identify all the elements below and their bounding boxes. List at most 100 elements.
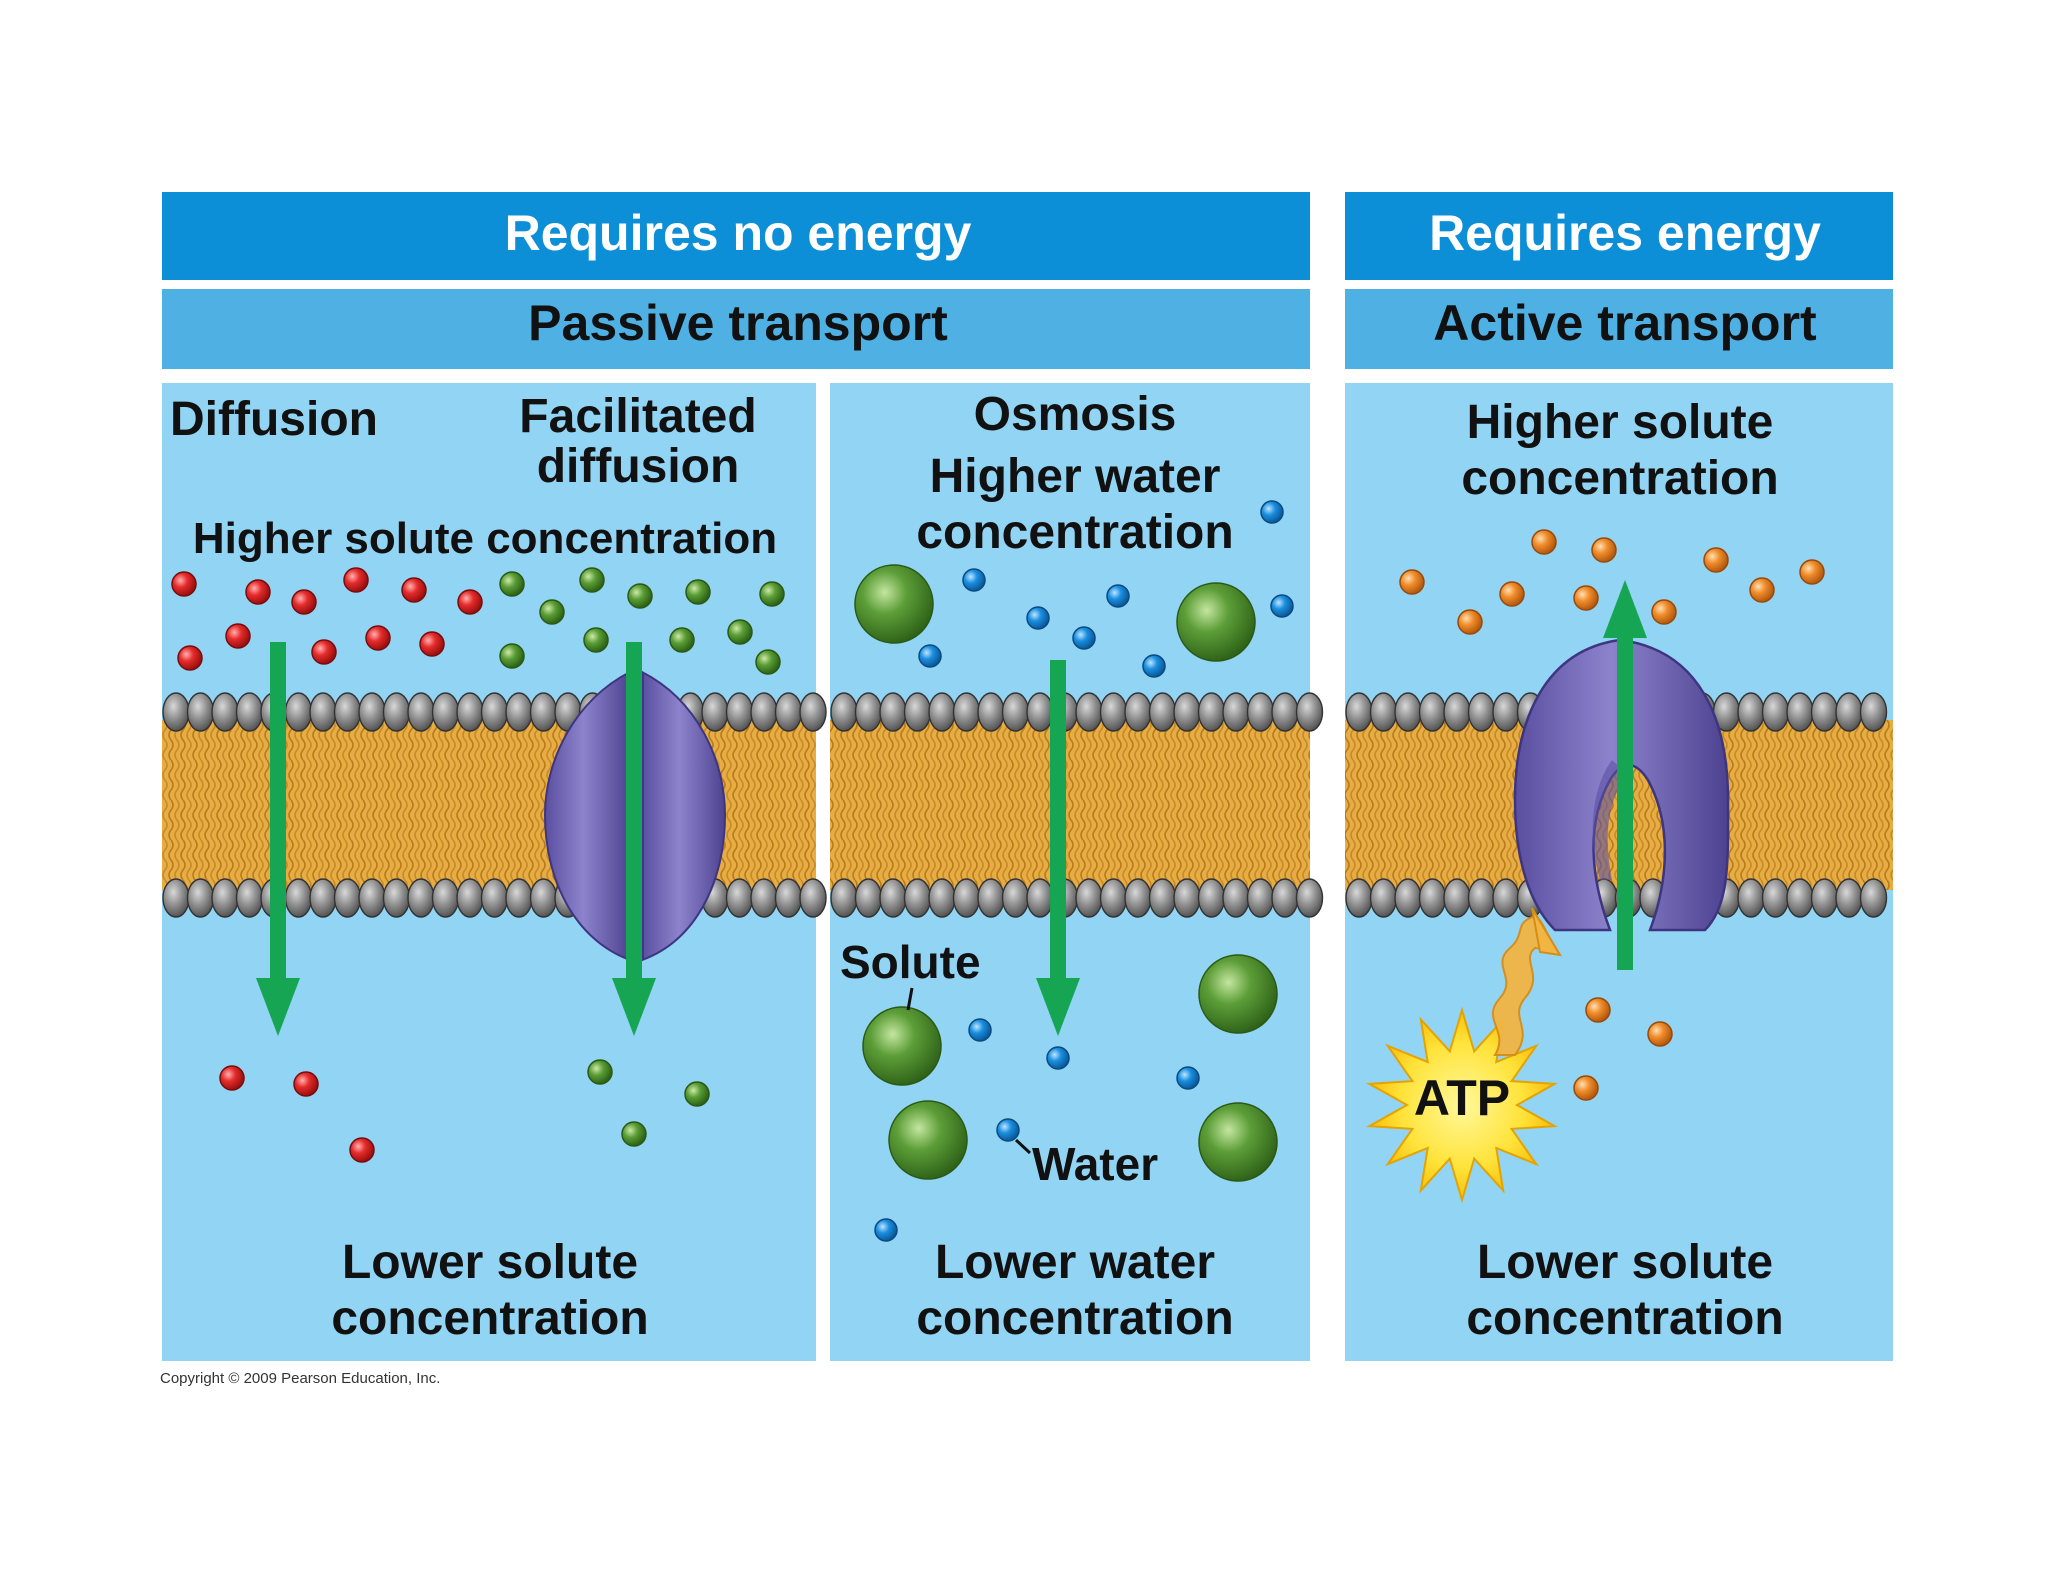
diffusion-lower-line1: Lower solute <box>342 1236 638 1289</box>
large-solute-particle <box>1198 1102 1278 1182</box>
header-passive-bar <box>162 289 1310 369</box>
osmosis-lower-line1: Lower water <box>935 1236 1215 1289</box>
orange-solute-particle <box>1749 577 1775 603</box>
header-energy: Requires energy <box>1429 205 1821 261</box>
red-solute-particle <box>419 631 445 657</box>
orange-solute-particle <box>1573 585 1599 611</box>
osmosis-higher-line1: Higher water <box>930 450 1221 503</box>
membrane-osmosis <box>830 692 1324 918</box>
water-molecule <box>1260 500 1284 524</box>
large-solute-particle <box>1176 582 1256 662</box>
diffusion-lower-line2: concentration <box>331 1292 648 1345</box>
green-solute-particle <box>579 567 605 593</box>
red-solute-particle <box>365 625 391 651</box>
water-molecule <box>1142 654 1166 678</box>
green-solute-particle <box>539 599 565 625</box>
water-leader-line <box>1014 1138 1032 1155</box>
green-solute-particle <box>587 1059 613 1085</box>
header-active-bar <box>1345 289 1893 369</box>
red-solute-particle <box>401 577 427 603</box>
red-solute-particle <box>343 567 369 593</box>
large-solute-particle <box>862 1006 942 1086</box>
water-molecule <box>1106 584 1130 608</box>
water-molecule <box>1270 594 1294 618</box>
osmosis-title: Osmosis <box>974 388 1177 441</box>
water-molecule <box>996 1118 1020 1142</box>
orange-solute-particle <box>1799 559 1825 585</box>
copyright-notice: Copyright © 2009 Pearson Education, Inc. <box>160 1370 441 1387</box>
solute-leader-line <box>906 987 914 1011</box>
red-solute-particle <box>293 1071 319 1097</box>
red-solute-particle <box>219 1065 245 1091</box>
orange-solute-particle <box>1703 547 1729 573</box>
orange-solute-particle <box>1647 1021 1673 1047</box>
green-solute-particle <box>583 627 609 653</box>
facilitated-arrow <box>612 642 656 1036</box>
green-solute-particle <box>684 1081 710 1107</box>
arrows <box>256 580 1647 1036</box>
header-passive: Passive transport <box>528 295 948 351</box>
green-solute-particle <box>499 571 525 597</box>
red-solute-particle <box>457 589 483 615</box>
active-transport-arrow <box>1603 580 1647 970</box>
red-solute-particle <box>245 579 271 605</box>
osmosis-lower-line2: concentration <box>916 1292 1233 1345</box>
water-molecule <box>1026 606 1050 630</box>
large-solute-particle <box>1198 954 1278 1034</box>
header-no-energy-bar <box>162 192 1310 280</box>
water-molecule <box>1176 1066 1200 1090</box>
orange-solute-particle <box>1591 537 1617 563</box>
orange-solute-particle <box>1573 1075 1599 1101</box>
orange-solute-particle <box>1499 581 1525 607</box>
particles <box>171 500 1825 1242</box>
active-lower-line1: Lower solute <box>1477 1236 1773 1289</box>
green-solute-particle <box>759 581 785 607</box>
green-solute-particle <box>755 649 781 675</box>
orange-solute-particle <box>1399 569 1425 595</box>
membrane-diffusion <box>162 692 827 918</box>
red-solute-particle <box>225 623 251 649</box>
osmosis-arrow <box>1036 660 1080 1036</box>
atp-label: ATP <box>1414 1070 1510 1126</box>
facilitated-title-line2: diffusion <box>537 440 740 493</box>
red-solute-particle <box>177 645 203 671</box>
solute-label: Solute <box>840 936 981 988</box>
water-molecule <box>968 1018 992 1042</box>
diffusion-higher-label: Higher solute concentration <box>193 514 777 563</box>
water-molecule <box>962 568 986 592</box>
atp-burst: ATP <box>1365 907 1562 1204</box>
water-label: Water <box>1032 1138 1158 1190</box>
diffusion-arrow <box>256 642 300 1036</box>
osmosis-higher-line2: concentration <box>916 506 1233 559</box>
large-solute-particle <box>888 1100 968 1180</box>
header-no-energy: Requires no energy <box>505 205 972 261</box>
water-molecule <box>1072 626 1096 650</box>
red-solute-particle <box>311 639 337 665</box>
orange-solute-particle <box>1585 997 1611 1023</box>
water-molecule <box>874 1218 898 1242</box>
facilitated-title-line1: Facilitated <box>519 390 756 443</box>
green-solute-particle <box>499 643 525 669</box>
orange-solute-particle <box>1651 599 1677 625</box>
red-solute-particle <box>171 571 197 597</box>
header-active: Active transport <box>1433 295 1817 351</box>
green-solute-particle <box>621 1121 647 1147</box>
active-higher-line2: concentration <box>1461 452 1778 505</box>
active-lower-line2: concentration <box>1466 1292 1783 1345</box>
red-solute-particle <box>291 589 317 615</box>
water-molecule <box>918 644 942 668</box>
water-molecule <box>1046 1046 1070 1070</box>
orange-solute-particle <box>1531 529 1557 555</box>
green-solute-particle <box>727 619 753 645</box>
green-solute-particle <box>669 627 695 653</box>
active-higher-line1: Higher solute <box>1467 396 1774 449</box>
orange-solute-particle <box>1457 609 1483 635</box>
green-solute-particle <box>627 583 653 609</box>
green-solute-particle <box>685 579 711 605</box>
red-solute-particle <box>349 1137 375 1163</box>
header-energy-bar <box>1345 192 1893 280</box>
diffusion-title: Diffusion <box>170 393 378 446</box>
large-solute-particle <box>854 564 934 644</box>
